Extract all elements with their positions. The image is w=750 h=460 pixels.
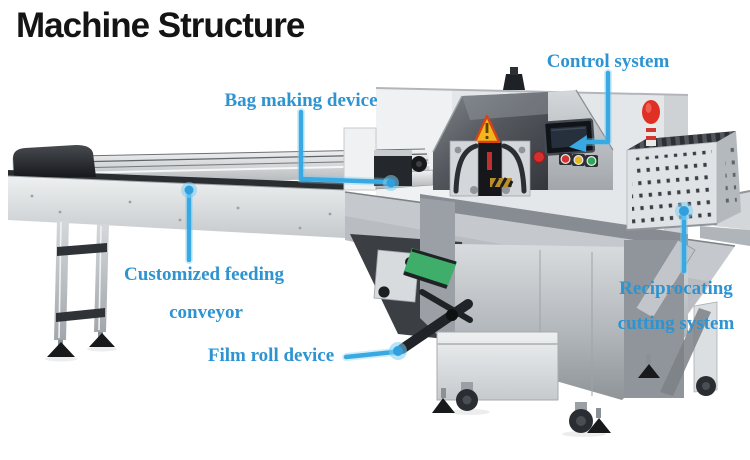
label-bag-making-device: Bag making device (224, 90, 378, 111)
cage-emergency-stop (642, 100, 660, 146)
leveling-foot (47, 342, 75, 357)
leader-line-bag-making (297, 108, 399, 191)
conveyor-legs (45, 220, 117, 362)
label-control-system: Control system (546, 51, 670, 72)
conveyor-motor-block (13, 145, 96, 177)
emergency-stop-button (532, 150, 546, 164)
film-roll (397, 299, 473, 354)
label-feeding-conveyor-line1: Customized feeding (124, 264, 284, 285)
leveling-foot (432, 398, 455, 413)
warning-triangle-icon (473, 114, 501, 144)
sealing-jaws (449, 140, 531, 197)
label-feeding-conveyor-line2: conveyor (169, 302, 243, 323)
arrowhead-icon (569, 135, 587, 152)
leveling-foot (89, 333, 115, 347)
film-unwind-unit (373, 248, 473, 354)
bag-former (343, 127, 434, 191)
cutting-guard-cage (626, 100, 741, 231)
control-buttons (559, 153, 598, 167)
leader-line-film-roll (342, 342, 407, 361)
label-film-roll-device: Film roll device (207, 345, 335, 366)
machine-deck (420, 194, 688, 248)
machine-lower-body (420, 198, 718, 401)
leveling-foot (587, 418, 611, 433)
tension-knob (378, 286, 390, 298)
leader-line-feeding (181, 182, 197, 264)
top-clamp (503, 74, 525, 90)
page-title: Machine Structure (16, 6, 305, 45)
leader-line-control (569, 69, 612, 152)
leveling-foot (638, 364, 660, 378)
hazard-stripe (490, 178, 512, 187)
casters-and-feet (432, 354, 716, 437)
label-cutting-system-line1: Reciprocating (619, 278, 733, 299)
leader-line-cutting (675, 202, 693, 275)
label-cutting-system-line2: cutting system (617, 313, 735, 334)
